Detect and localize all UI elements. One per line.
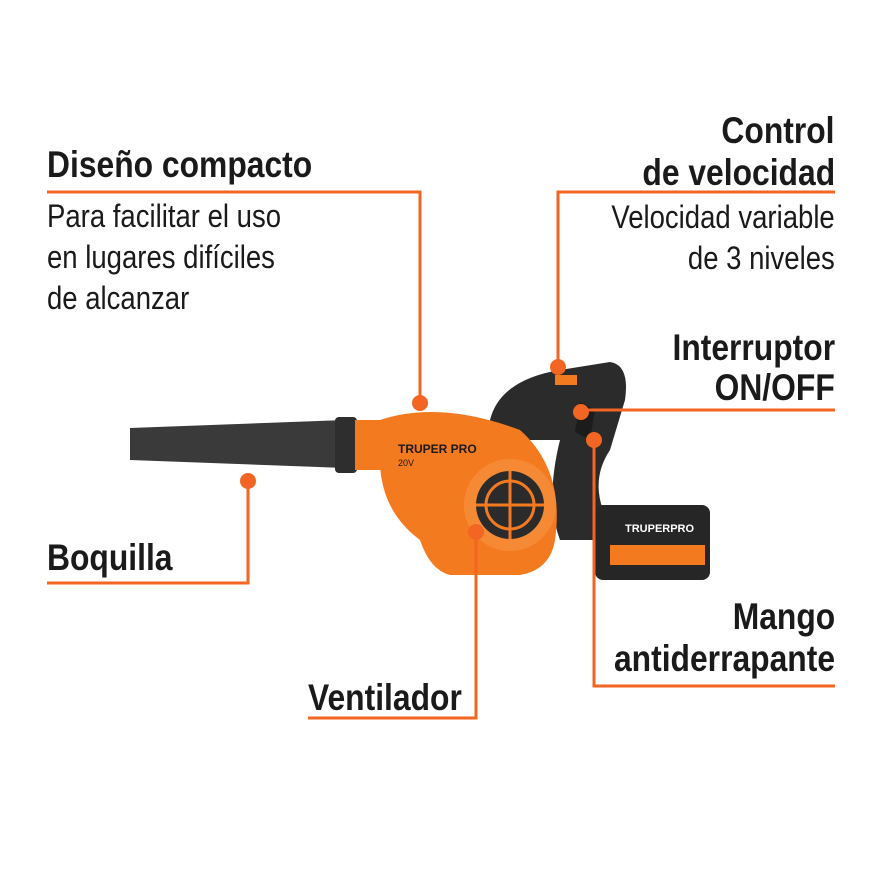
handle xyxy=(490,362,640,540)
line-compact xyxy=(47,190,422,403)
compact-title: Diseño compacto xyxy=(47,144,313,185)
speed-desc-2: de 3 niveles xyxy=(688,240,835,276)
line-speed xyxy=(556,190,835,367)
battery-brand-logo: TRUPERPRO xyxy=(625,523,695,535)
speed-desc-1: Velocidad variable xyxy=(611,199,835,235)
speed-title-2: de velocidad xyxy=(642,152,835,193)
battery xyxy=(595,505,710,580)
fan-title: Ventilador xyxy=(308,677,462,718)
speed-title-1: Control xyxy=(721,110,835,151)
nozzle-title: Boquilla xyxy=(47,537,173,578)
body-brand-logo: TRUPER PRO xyxy=(398,442,477,456)
compact-desc-3: de alcanzar xyxy=(47,280,190,316)
compact-desc-2: en lugares difíciles xyxy=(47,239,275,275)
line-handle xyxy=(592,440,835,688)
compact-desc-1: Para facilitar el uso xyxy=(47,198,282,234)
callout-lines xyxy=(47,190,835,720)
svg-text:20V: 20V xyxy=(398,458,414,468)
switch-title-1: Interruptor xyxy=(672,327,835,368)
callout-dots xyxy=(240,359,602,540)
handle-title-1: Mango xyxy=(732,596,835,637)
handle-title-2: antiderrapante xyxy=(613,638,835,679)
switch-title-2: ON/OFF xyxy=(714,367,835,408)
nozzle xyxy=(130,420,345,468)
line-fan xyxy=(308,532,478,720)
line-nozzle xyxy=(47,481,250,585)
